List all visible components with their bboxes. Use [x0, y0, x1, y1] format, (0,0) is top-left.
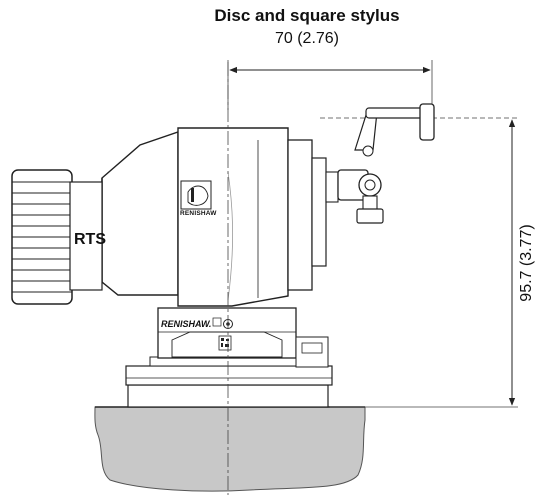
vertical-dimension-label: 95.7 (3.77): [518, 224, 535, 302]
base-plate-middle: [125, 365, 333, 386]
brand-logo-base: RENISHAW.: [161, 319, 212, 329]
square-stylus-tip: [356, 208, 384, 224]
probe-body-rear: [101, 131, 179, 296]
front-flange: [287, 139, 313, 291]
device-label: RTS: [74, 231, 106, 248]
mounting-block: [157, 307, 297, 359]
machine-table: [94, 406, 366, 492]
qr-code-icon: [218, 335, 232, 351]
probe-body-front: [177, 127, 289, 307]
brand-logo-side: RENISHAW: [180, 210, 217, 217]
disc-stylus-tip: [419, 103, 435, 141]
drawing-title: Disc and square stylus: [214, 6, 400, 25]
ce-mark-icon: [212, 317, 222, 327]
horizontal-dimension-label: 70 (2.76): [274, 30, 340, 47]
